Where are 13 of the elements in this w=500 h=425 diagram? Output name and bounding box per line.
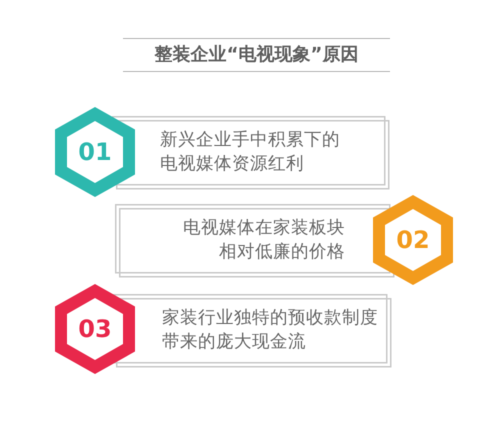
step-number: 03	[77, 315, 113, 343]
hexagon-badge	[55, 107, 135, 197]
hexagon-badge	[373, 195, 453, 285]
title: 整装企业“电视现象”原因	[123, 38, 390, 72]
reason-text: 新兴企业手中积累下的电视媒体资源红利	[160, 129, 341, 176]
reason-text: 电视媒体在家装板块相对低廉的价格	[182, 217, 345, 264]
step-number: 02	[395, 226, 431, 254]
hexagon-badge	[55, 284, 135, 374]
text-panel	[112, 116, 390, 190]
text-panel	[115, 204, 395, 278]
text-panel	[112, 294, 392, 368]
step-number: 01	[77, 138, 113, 166]
reason-text: 家装行业独特的预收款制度带来的庞大现金流	[162, 307, 379, 354]
